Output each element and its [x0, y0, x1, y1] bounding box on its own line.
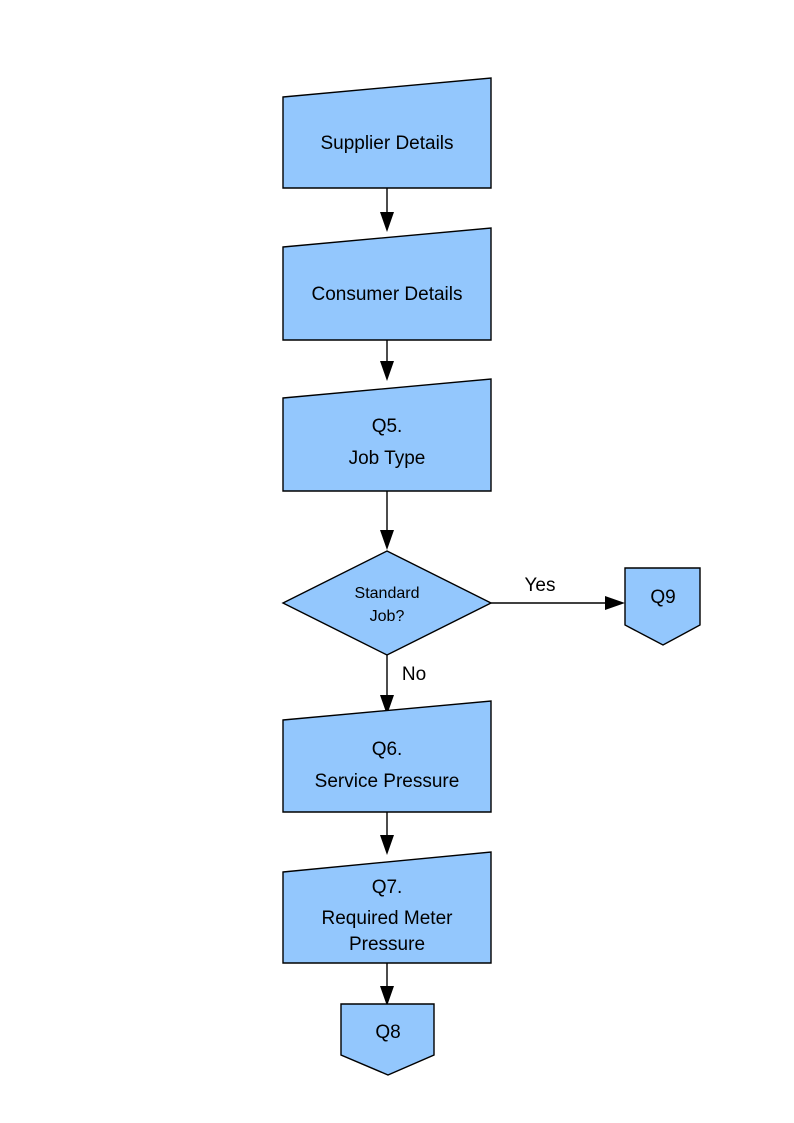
node-label-q6-line1: Q6.: [372, 739, 403, 760]
node-standard-job-decision[interactable]: Standard Job?: [281, 550, 493, 656]
edge-supplier-to-consumer: [380, 188, 394, 232]
node-q9-connector[interactable]: Q9: [624, 567, 701, 646]
node-supplier-details[interactable]: Supplier Details: [282, 77, 492, 189]
node-label-consumer-details: Consumer Details: [312, 284, 463, 305]
node-label-decision-line1: Standard: [355, 585, 420, 602]
edge-q5-to-decision: [380, 491, 394, 550]
manual-input-shape: [282, 700, 492, 813]
off-page-connector-shape: [624, 567, 701, 646]
node-label-q9: Q9: [650, 587, 675, 608]
edge-consumer-to-q5: [380, 340, 394, 381]
node-q5-job-type[interactable]: Q5. Job Type: [282, 378, 492, 492]
edge-label-yes: Yes: [525, 575, 556, 596]
node-label-q8: Q8: [375, 1022, 400, 1043]
node-label-q6-line2: Service Pressure: [315, 771, 460, 792]
off-page-connector-shape: [340, 1003, 435, 1076]
manual-input-shape: [282, 227, 492, 341]
manual-input-shape: [282, 77, 492, 189]
node-label-q7-line3: Pressure: [349, 934, 425, 955]
node-label-q7-line2: Required Meter: [322, 908, 454, 929]
node-q6-service-pressure[interactable]: Q6. Service Pressure: [282, 700, 492, 813]
arrow-head-icon: [380, 530, 394, 550]
node-label-supplier-details: Supplier Details: [320, 133, 453, 154]
node-label-decision-line2: Job?: [370, 608, 405, 625]
arrow-head-icon: [380, 695, 394, 715]
edge-q7-to-q8: [380, 963, 394, 1006]
edge-q6-to-q7: [380, 812, 394, 855]
manual-input-shape: [282, 851, 492, 964]
arrow-head-icon: [380, 361, 394, 381]
arrow-head-icon: [380, 212, 394, 232]
manual-input-shape: [282, 378, 492, 492]
edge-label-no: No: [402, 664, 426, 685]
node-label-q5-line1: Q5.: [372, 416, 403, 437]
arrow-head-icon: [380, 986, 394, 1006]
node-q7-required-meter-pressure[interactable]: Q7. Required Meter Pressure: [282, 851, 492, 964]
arrow-head-icon: [605, 596, 625, 610]
decision-diamond-shape: [281, 550, 493, 656]
node-consumer-details[interactable]: Consumer Details: [282, 227, 492, 341]
node-q8-connector[interactable]: Q8: [340, 1003, 435, 1076]
arrow-head-icon: [380, 835, 394, 855]
edge-decision-to-q6: No: [380, 655, 426, 715]
node-label-q7-line1: Q7.: [372, 877, 403, 898]
edge-decision-to-q9: Yes: [491, 575, 625, 610]
node-label-q5-line2: Job Type: [349, 448, 426, 469]
